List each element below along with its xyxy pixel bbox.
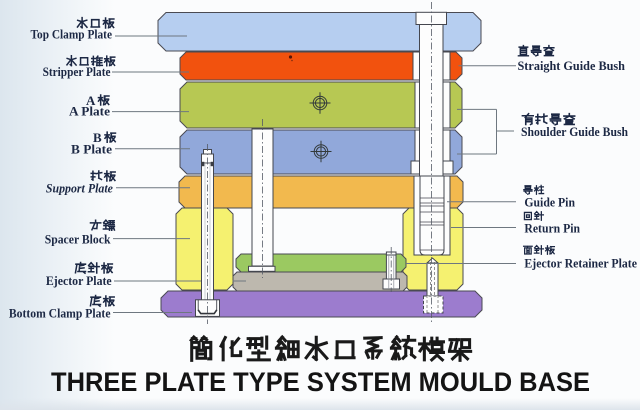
svg-text:A Plate: A Plate — [69, 105, 110, 119]
svg-text:Guide Pin: Guide Pin — [524, 195, 575, 209]
svg-text:Spacer Block: Spacer Block — [45, 232, 111, 246]
svg-text:Bottom Clamp Plate: Bottom Clamp Plate — [9, 306, 111, 320]
svg-text:Return Pin: Return Pin — [524, 222, 580, 236]
svg-text:Ejector Retainer Plate: Ejector Retainer Plate — [524, 257, 637, 271]
svg-text:Shoulder Guide Bush: Shoulder Guide Bush — [521, 125, 628, 139]
svg-text:B: B — [93, 130, 102, 145]
svg-text:A: A — [86, 93, 96, 108]
svg-text:Ejector Plate: Ejector Plate — [46, 274, 112, 288]
svg-text:Top Clamp Plate: Top Clamp Plate — [31, 28, 113, 42]
svg-text:Support Plate: Support Plate — [46, 181, 113, 195]
svg-text:Stripper Plate: Stripper Plate — [43, 65, 111, 79]
svg-text:Straight Guide Bush: Straight Guide Bush — [518, 59, 626, 73]
svg-text:B Plate: B Plate — [71, 142, 112, 156]
svg-text:THREE PLATE TYPE SYSTEM MOULD: THREE PLATE TYPE SYSTEM MOULD BASE — [51, 367, 590, 397]
